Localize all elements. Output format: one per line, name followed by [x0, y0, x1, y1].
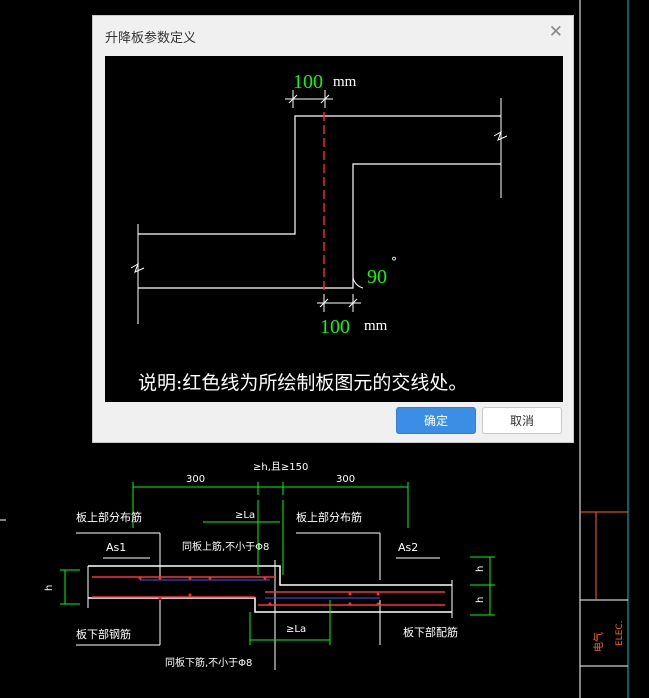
break-symbol — [130, 262, 145, 273]
dim-mark — [319, 298, 329, 308]
rebar-label: 同板上筋,不小于Φ8 — [182, 540, 269, 553]
slab-drop-parameter-dialog: 升降板参数定义 ✕ 100 mm 90 ° — [92, 15, 574, 443]
preview-diagram: 100 mm 90 ° 100 mm 说明:红色线为所绘制板图元的 — [130, 71, 508, 394]
cancel-button[interactable]: 取消 — [482, 407, 562, 434]
title-block-text-en: ELEC. — [615, 620, 625, 646]
rebar-label: 板上部分布筋 — [296, 510, 362, 524]
angle-arc — [352, 277, 364, 289]
dim-mark — [348, 298, 358, 308]
rebar-label: 同板下筋,不小于Φ8 — [165, 656, 252, 669]
slab-outline — [88, 565, 452, 586]
dimension-text: ≥La — [286, 624, 306, 635]
slab-outline — [88, 597, 452, 613]
dimension-text: 300 — [186, 474, 205, 485]
top-offset-value[interactable]: 100 — [293, 71, 323, 93]
title-block-text: 电气 — [592, 632, 605, 652]
dialog-title: 升降板参数定义 — [105, 31, 197, 46]
parameter-preview: 100 mm 90 ° 100 mm 说明:红色线为所绘制板图元的 — [105, 56, 563, 402]
angle-value[interactable]: 90 — [367, 266, 387, 288]
rebar-label: 板下部配筋 — [403, 625, 458, 639]
dimension-text: ≥La — [235, 510, 255, 521]
top-offset-unit: mm — [333, 74, 357, 90]
dimension-text: ≥h,且≥150 — [253, 461, 308, 473]
rebar-label: 板上部分布筋 — [76, 510, 142, 524]
dimension-text: h — [44, 585, 55, 591]
dimension-text: h — [475, 597, 486, 603]
dimension-text: 300 — [336, 474, 355, 485]
dim-mark — [320, 94, 330, 104]
bottom-offset-value[interactable]: 100 — [320, 316, 350, 338]
angle-unit: ° — [391, 255, 397, 269]
close-icon[interactable]: ✕ — [548, 22, 563, 42]
slab-lower-outline — [138, 163, 501, 289]
break-symbol — [493, 130, 508, 141]
description-note: 说明:红色线为所绘制板图元的交线处。 — [138, 372, 467, 394]
rebar-label: As2 — [398, 541, 418, 554]
ok-button[interactable]: 确定 — [396, 407, 476, 434]
rebar-label: As1 — [106, 541, 126, 554]
bottom-offset-unit: mm — [364, 318, 388, 334]
dim-mark — [288, 94, 298, 104]
dimension-text: h — [475, 566, 486, 572]
slab-upper-outline — [138, 115, 501, 235]
rebar-dots — [138, 576, 380, 606]
rebar-label: 板下部钢筋 — [76, 627, 131, 641]
